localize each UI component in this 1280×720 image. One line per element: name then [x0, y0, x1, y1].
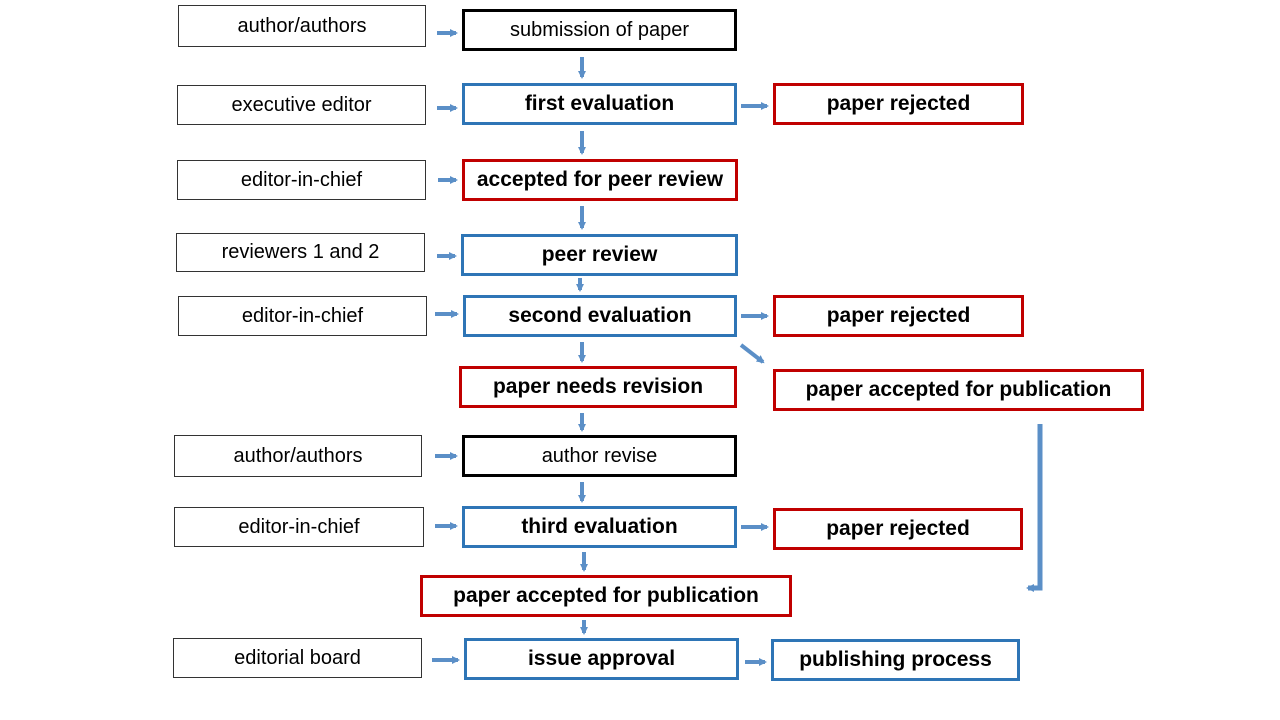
role-editor-in-chief-1: editor-in-chief: [177, 160, 426, 200]
role-reviewers: reviewers 1 and 2: [176, 233, 425, 272]
arrow-second-eval-to-accepted-publication: [739, 343, 765, 364]
step-paper-accepted-for-publication-final: paper accepted for publication: [420, 575, 792, 617]
step-second-evaluation: second evaluation: [463, 295, 737, 337]
role-author-1: author/authors: [178, 5, 426, 47]
step-accepted-for-peer-review: accepted for peer review: [462, 159, 738, 201]
outcome-paper-rejected-3: paper rejected: [773, 508, 1023, 550]
role-executive-editor: executive editor: [177, 85, 426, 125]
step-third-evaluation: third evaluation: [462, 506, 737, 548]
outcome-paper-rejected-1: paper rejected: [773, 83, 1024, 125]
arrow-accepted-publication-to-final: [1026, 424, 1043, 592]
step-peer-review: peer review: [461, 234, 738, 276]
step-submission-of-paper: submission of paper: [462, 9, 737, 51]
outcome-paper-rejected-2: paper rejected: [773, 295, 1024, 337]
step-first-evaluation: first evaluation: [462, 83, 737, 125]
role-editor-in-chief-3: editor-in-chief: [174, 507, 424, 547]
role-editorial-board: editorial board: [173, 638, 422, 678]
role-editor-in-chief-2: editor-in-chief: [178, 296, 427, 336]
step-paper-needs-revision: paper needs revision: [459, 366, 737, 408]
step-author-revise: author revise: [462, 435, 737, 477]
outcome-publishing-process: publishing process: [771, 639, 1020, 681]
outcome-paper-accepted-for-publication: paper accepted for publication: [773, 369, 1144, 411]
step-issue-approval: issue approval: [464, 638, 739, 680]
role-author-2: author/authors: [174, 435, 422, 477]
